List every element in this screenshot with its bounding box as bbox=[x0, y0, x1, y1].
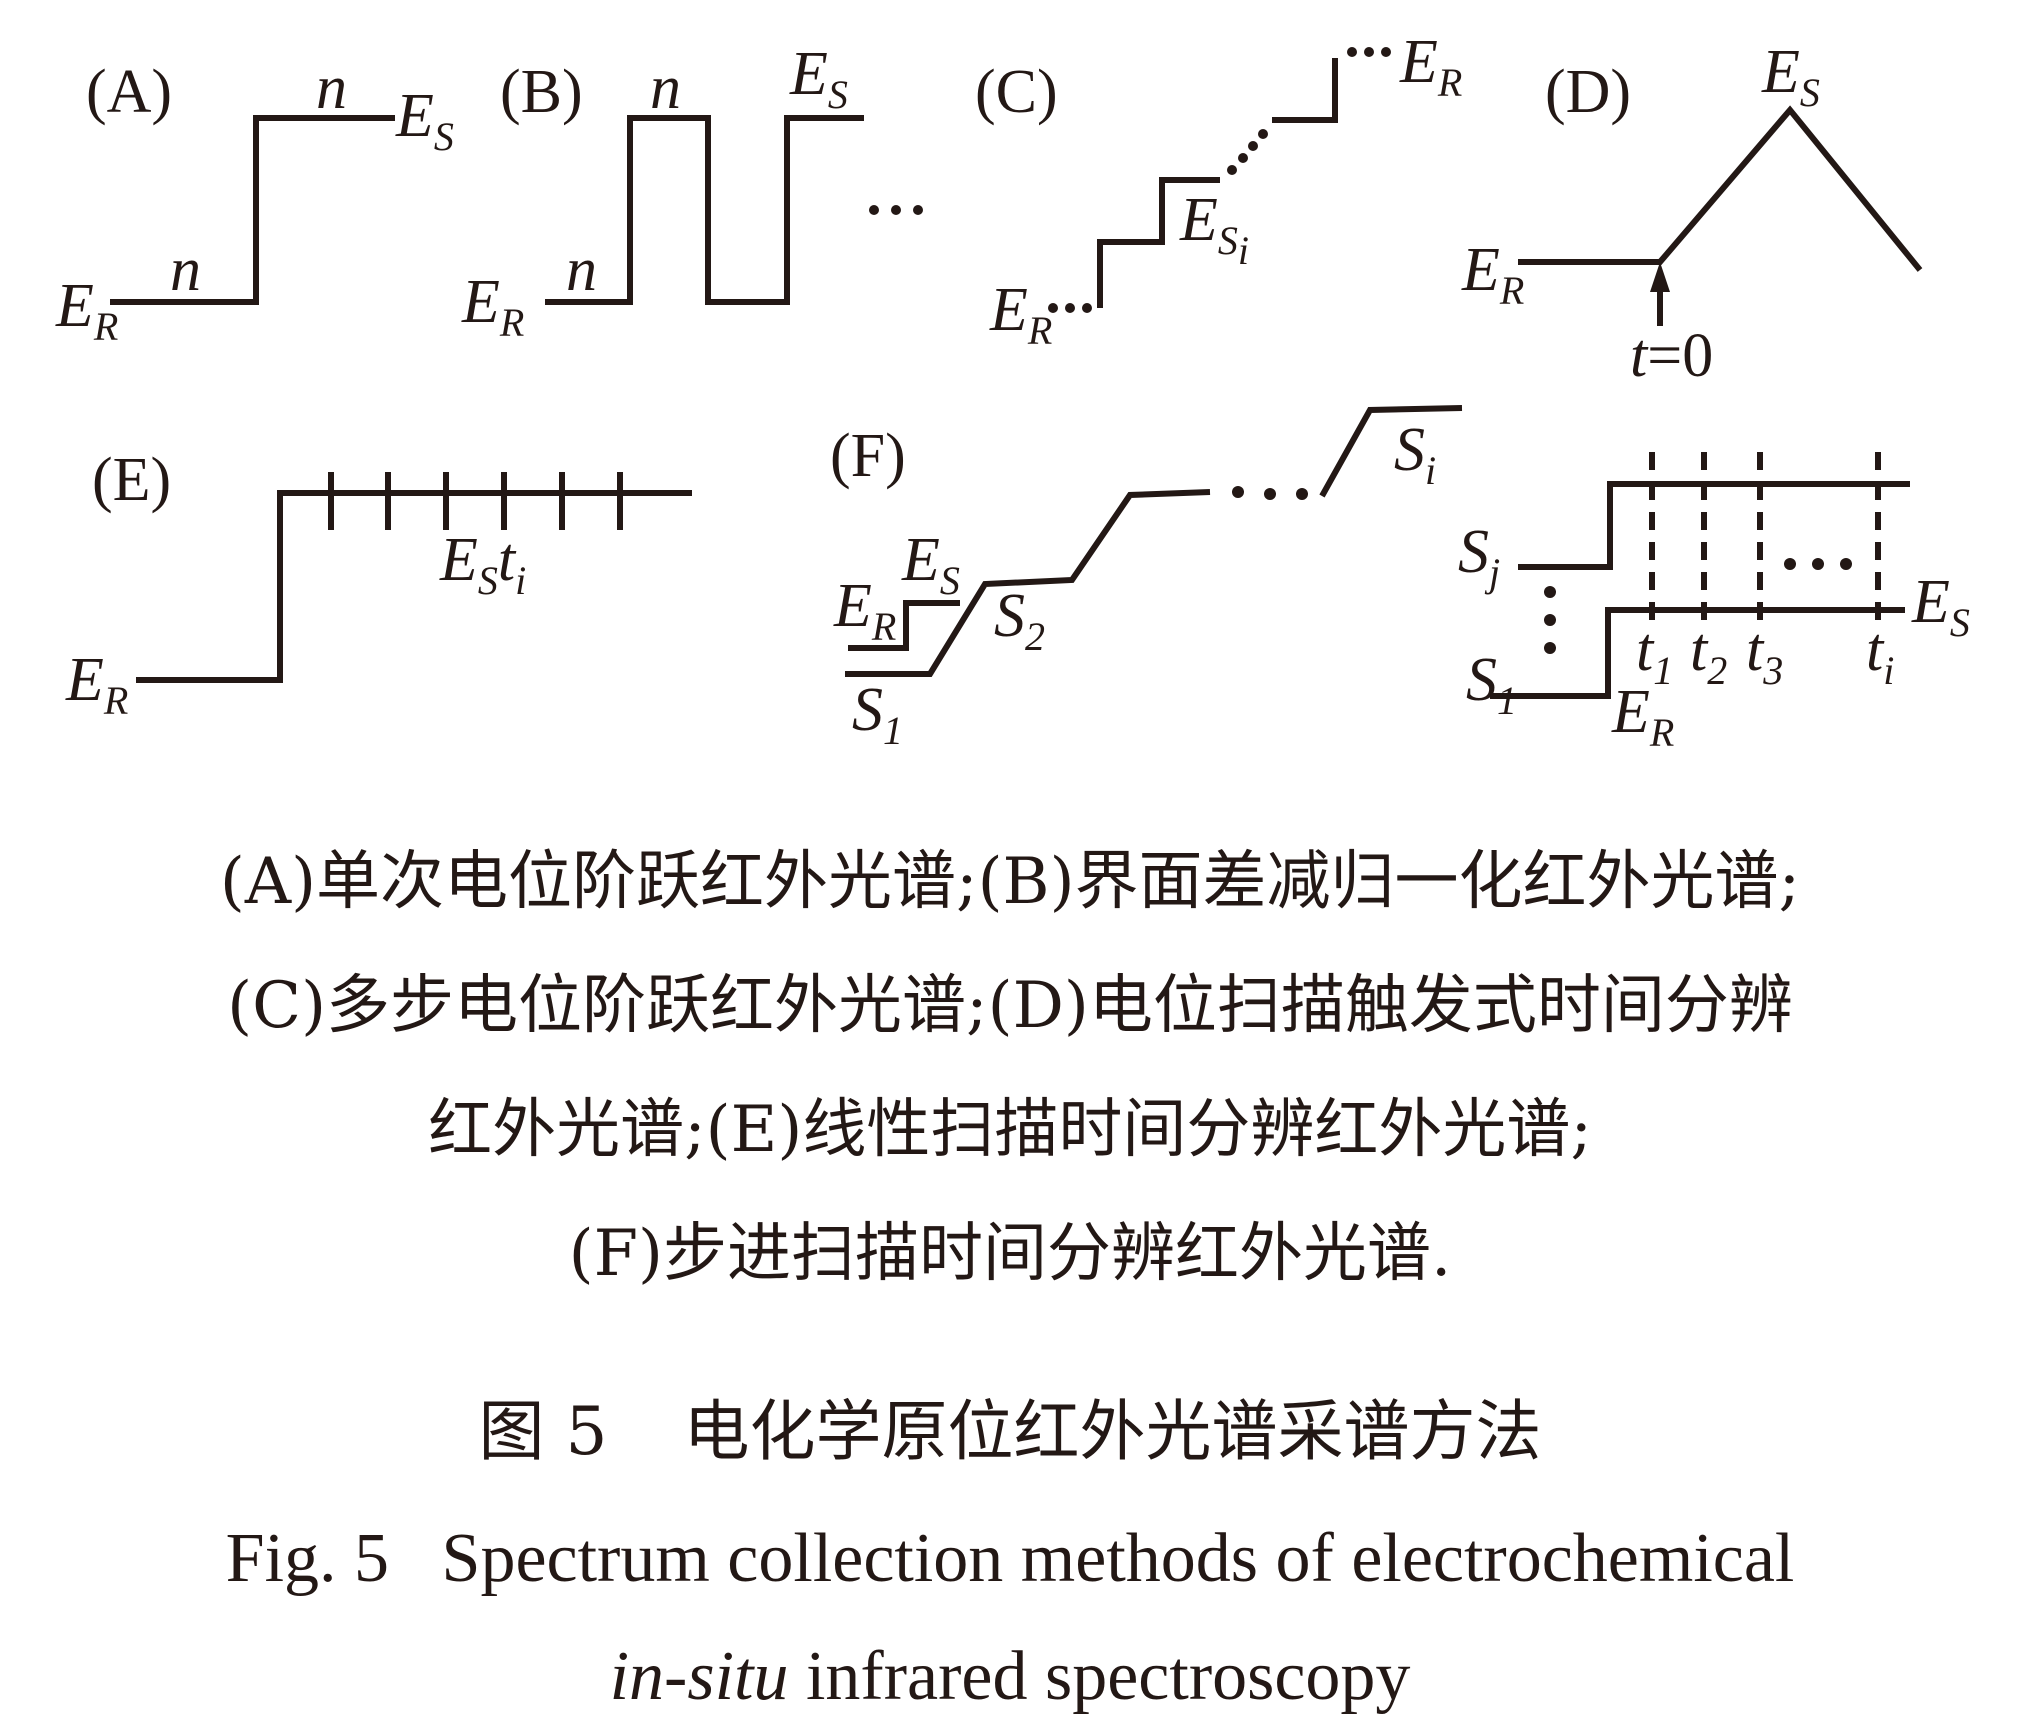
panel-f-s1-step bbox=[1490, 607, 1905, 699]
panel-c-mid-dots bbox=[1227, 129, 1268, 175]
panel-d-trigger-arrowhead bbox=[1650, 262, 1670, 292]
panel-f-er-right-label: ER bbox=[1611, 678, 1674, 755]
panel-e-step-waveform bbox=[136, 490, 692, 683]
panel-c-er-top-label: ER bbox=[1399, 28, 1462, 105]
panel-f-er-label: ER bbox=[833, 572, 896, 649]
panel-c-er-bottom-label: ER bbox=[989, 276, 1052, 353]
panel-f-er-es-step bbox=[848, 600, 960, 651]
description-line-1: (A)单次电位阶跃红外光谱;(B)界面差减归一化红外光谱; bbox=[219, 845, 1801, 919]
panel-f-ti-label: ti bbox=[1866, 616, 1894, 693]
panel-a-label: (A) bbox=[86, 58, 172, 126]
description-line-3: 红外光谱;(E)线性扫描时间分辨红外光谱; bbox=[428, 1093, 1592, 1167]
panel-b-n-top: n bbox=[650, 54, 681, 122]
panel-f-s1-right-label: S1 bbox=[1466, 646, 1517, 723]
panel-f-scan-dots bbox=[1232, 486, 1308, 500]
panel-f-s1-label: S1 bbox=[852, 676, 903, 753]
figure-title-en-line-1: Fig. 5 Spectrum collection methods of el… bbox=[225, 1520, 1795, 1597]
figure-number-cn: 图 5 bbox=[478, 1393, 608, 1470]
panel-b-n-bottom: n bbox=[566, 236, 597, 304]
panel-b-label: (B) bbox=[500, 58, 583, 126]
panel-f-t2-label: t2 bbox=[1690, 616, 1727, 693]
figure-title-en-line-2: in-situ infrared spectroscopy bbox=[0, 1618, 2020, 1736]
panel-f-sj-step bbox=[1518, 481, 1910, 570]
panel-c-staircase-top bbox=[1272, 60, 1338, 123]
panel-f-sj-label: Sj bbox=[1458, 518, 1500, 595]
panel-d-er-label: ER bbox=[1461, 236, 1524, 313]
panel-a-step-waveform bbox=[110, 115, 395, 305]
panel-d-es-label: ES bbox=[1761, 38, 1820, 115]
panel-f-si-label: Si bbox=[1394, 416, 1436, 493]
panel-c-label: (C) bbox=[975, 58, 1058, 126]
panel-b-er-label: ER bbox=[461, 268, 524, 345]
method-diagrams: (A) n n ES ER (B) n n ES ER (C) ER ESi E… bbox=[55, 28, 1970, 755]
panel-f-scan-staircase-top bbox=[1319, 405, 1463, 498]
panel-a-es-label: ES bbox=[395, 82, 454, 159]
panel-c-staircase bbox=[1097, 177, 1220, 308]
panel-a-er-label: ER bbox=[55, 272, 118, 349]
panel-a-n-bottom: n bbox=[170, 236, 201, 304]
panel-c-high-dots bbox=[1347, 47, 1391, 57]
panel-e-time-ticks bbox=[328, 472, 623, 530]
panel-c-low-dots bbox=[1048, 303, 1092, 313]
panel-e-esti-label: ESti bbox=[439, 526, 526, 603]
panel-a-n-top: n bbox=[316, 54, 347, 122]
panel-d-sweep-waveform bbox=[1518, 105, 1923, 272]
panel-f-time-markers bbox=[1649, 452, 1881, 628]
panel-f-es-right-label: ES bbox=[1911, 568, 1970, 645]
figure-title-cn-text: 电化学原位红外光谱采谱方法 bbox=[683, 1393, 1542, 1470]
in-situ-term: in-situ bbox=[609, 1638, 789, 1715]
figure-title-en: Fig. 5 Spectrum collection methods of el… bbox=[0, 1500, 2020, 1736]
panel-f-vertical-dots bbox=[1544, 586, 1556, 654]
panel-f-t3-label: t3 bbox=[1746, 616, 1783, 693]
panel-e-er-label: ER bbox=[65, 646, 128, 723]
panel-d-t0-label: t=0 bbox=[1630, 322, 1713, 390]
description-line-4: (F)步进扫描时间分辨红外光谱. bbox=[568, 1217, 1452, 1291]
panel-f-t1-label: t1 bbox=[1636, 616, 1673, 693]
figure-title-cn: 图 5 电化学原位红外光谱采谱方法 bbox=[0, 1384, 2020, 1480]
panel-e-label: (E) bbox=[92, 446, 171, 514]
panel-b-es-label: ES bbox=[789, 40, 848, 117]
panel-f-es-label: ES bbox=[901, 526, 960, 603]
panel-b-continuation-dots bbox=[869, 205, 923, 215]
panel-c-esi-label: ESi bbox=[1179, 186, 1249, 273]
panel-f-scan-staircase bbox=[845, 489, 1211, 677]
panel-d-label: (D) bbox=[1545, 58, 1631, 126]
panel-f-s2-label: S2 bbox=[994, 582, 1045, 659]
figure-description: (A)单次电位阶跃红外光谱;(B)界面差减归一化红外光谱; (C)多步电位阶跃红… bbox=[0, 820, 2020, 1316]
panel-f-label: (F) bbox=[830, 422, 906, 490]
panel-f-time-dots bbox=[1784, 558, 1852, 570]
panel-b-pulse-waveform bbox=[545, 115, 864, 305]
panel-c-staircase-low bbox=[1097, 239, 1160, 308]
figure-title-en-line-2-rest: infrared spectroscopy bbox=[788, 1638, 1411, 1715]
description-line-2: (C)多步电位阶跃红外光谱;(D)电位扫描触发式时间分辨 bbox=[227, 969, 1793, 1043]
